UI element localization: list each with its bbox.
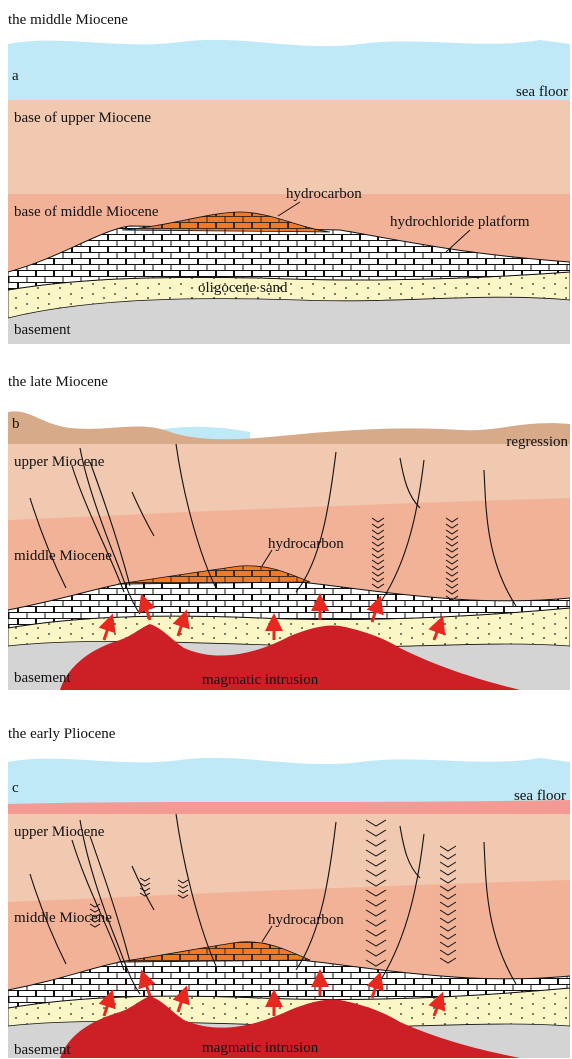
- regression-surface: [8, 411, 570, 446]
- panel-a-middle-label: base of middle Miocene: [14, 204, 159, 220]
- panel-c-letter: c: [12, 780, 19, 796]
- panel-a-upper-label: base of upper Miocene: [14, 110, 151, 126]
- panel-c: the early Pliocene: [8, 726, 570, 1058]
- panel-a-sand-label: oligocene sand: [198, 280, 288, 296]
- panel-c-upper-label: upper Miocene: [14, 824, 105, 840]
- panel-a: the middle Miocene a sea floor base of u…: [8, 12, 570, 344]
- panel-a-basement-label: basement: [14, 322, 71, 338]
- sea-layer: [8, 758, 570, 806]
- panel-b-sea-label: regression: [506, 434, 568, 450]
- panel-a-letter: a: [12, 68, 19, 84]
- sea-layer: [8, 40, 570, 100]
- panel-b-middle-label: middle Miocene: [14, 548, 112, 564]
- panel-b-hydrocarbon-label: hydrocarbon: [268, 536, 344, 552]
- panel-a-hydrocarbon-label: hydrocarbon: [286, 186, 362, 202]
- panel-b-title: the late Miocene: [8, 374, 108, 390]
- panel-b-letter: b: [12, 416, 20, 432]
- panel-a-title: the middle Miocene: [8, 12, 128, 28]
- panel-a-sea-label: sea floor: [516, 84, 568, 100]
- panel-b-intrusion-label: magmatic intrusion: [202, 672, 319, 688]
- panel-c-hydrocarbon-label: hydrocarbon: [268, 912, 344, 928]
- panel-b-upper-label: upper Miocene: [14, 454, 105, 470]
- panel-a-platform-label: hydrochloride platform: [390, 214, 530, 230]
- panel-c-intrusion-label: magmatic intrusion: [202, 1040, 319, 1056]
- panel-c-middle-label: middle Miocene: [14, 910, 112, 926]
- panel-c-title: the early Pliocene: [8, 726, 116, 742]
- panel-c-sea-label: sea floor: [514, 788, 566, 804]
- panel-c-basement-label: basement: [14, 1042, 71, 1058]
- panel-b-basement-label: basement: [14, 670, 71, 686]
- panel-b: the late Miocene: [8, 374, 570, 690]
